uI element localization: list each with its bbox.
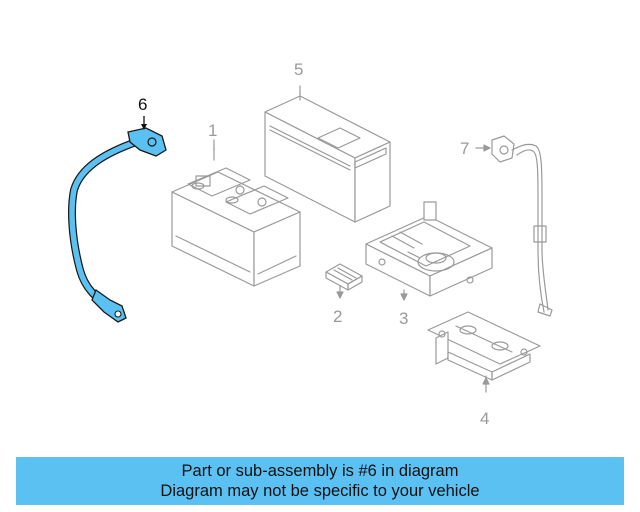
part-4-support-bracket	[427, 311, 541, 393]
part-3-battery-tray	[365, 201, 493, 301]
part-7-sensor-cable	[475, 135, 553, 317]
banner-line-2: Diagram may not be specific to your vehi…	[160, 482, 480, 500]
callout-5: 5	[294, 60, 304, 79]
callout-1: 1	[208, 121, 218, 140]
part-2-bracket	[325, 263, 363, 299]
callout-3: 3	[399, 309, 409, 328]
callout-6: 6	[138, 95, 148, 114]
part-5-battery-upper	[264, 91, 391, 223]
callout-4: 4	[480, 409, 490, 428]
banner-line-1: Part or sub-assembly is #6 in diagram	[181, 462, 459, 480]
part-1-battery	[171, 147, 301, 287]
parts-diagram	[68, 85, 553, 393]
info-banner: Part or sub-assembly is #6 in diagram Di…	[16, 457, 624, 505]
callout-2: 2	[333, 307, 343, 326]
callout-7: 7	[460, 139, 470, 158]
part-6-battery-cable[interactable]	[68, 116, 167, 323]
